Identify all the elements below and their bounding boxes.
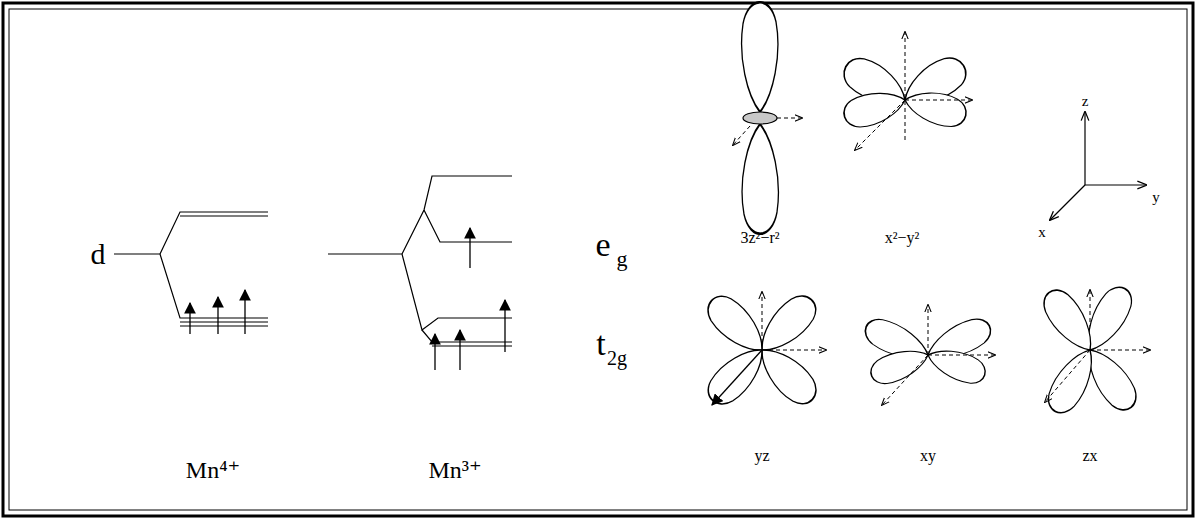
ion-label: Mn⁴⁺ bbox=[186, 458, 240, 482]
outer-frame bbox=[3, 3, 1193, 516]
orbital-label: xy bbox=[920, 448, 936, 464]
symmetry-subscript: 2g bbox=[607, 348, 627, 368]
orbital-xy bbox=[860, 305, 995, 405]
level-label: d bbox=[91, 239, 106, 269]
axis-triad bbox=[1050, 112, 1146, 220]
orbital-label: x²−y² bbox=[885, 230, 920, 246]
axis-label: x bbox=[1038, 225, 1046, 240]
symmetry-subscript: g bbox=[617, 248, 628, 270]
inner-frame bbox=[9, 9, 1187, 510]
orbital-label: 3z²−r² bbox=[740, 230, 779, 246]
axis-label: y bbox=[1152, 190, 1160, 205]
electron-spins bbox=[190, 290, 245, 334]
orbital-x2-y2 bbox=[837, 32, 972, 150]
orbital-zx bbox=[1037, 281, 1150, 419]
orbital-label: yz bbox=[754, 448, 769, 464]
ion-label: Mn³⁺ bbox=[428, 458, 481, 482]
orbital-label: zx bbox=[1082, 448, 1097, 464]
electron-spins bbox=[435, 228, 505, 370]
symmetry-label: t bbox=[596, 327, 605, 361]
symmetry-label: e bbox=[595, 228, 610, 262]
axis-label: z bbox=[1082, 94, 1089, 109]
orbital-3z2-r2 bbox=[733, 2, 802, 234]
orbital-yz bbox=[700, 288, 826, 411]
mn3-levels bbox=[328, 176, 512, 346]
